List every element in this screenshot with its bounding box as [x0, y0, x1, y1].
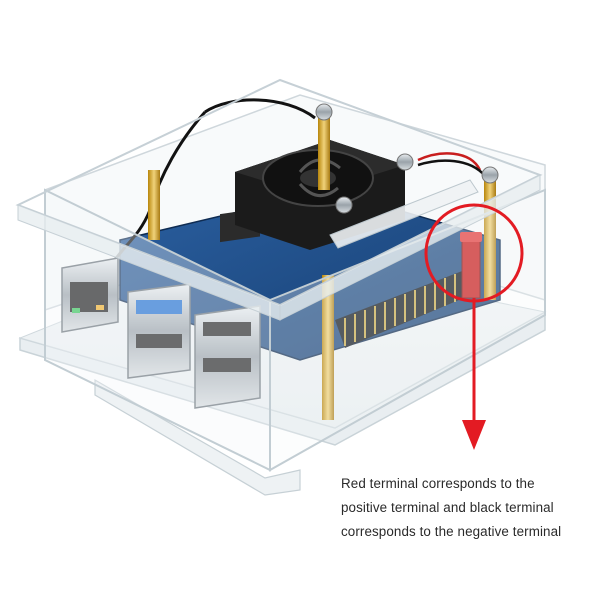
- caption-line: corresponds to the negative terminal: [341, 524, 562, 539]
- red-terminal: [460, 232, 482, 299]
- top-plate: [15, 78, 543, 321]
- ethernet-port: [61, 257, 119, 333]
- down-arrow-icon: [462, 298, 486, 450]
- annotation-caption: Red terminal corresponds to the positive…: [341, 472, 591, 544]
- caption-line: positive terminal and black terminal: [341, 500, 554, 515]
- usb-ports-right: [194, 305, 261, 409]
- caption-line: Red terminal corresponds to the: [341, 476, 535, 491]
- front-wall: [44, 188, 546, 472]
- usb-ports-left: [127, 283, 191, 379]
